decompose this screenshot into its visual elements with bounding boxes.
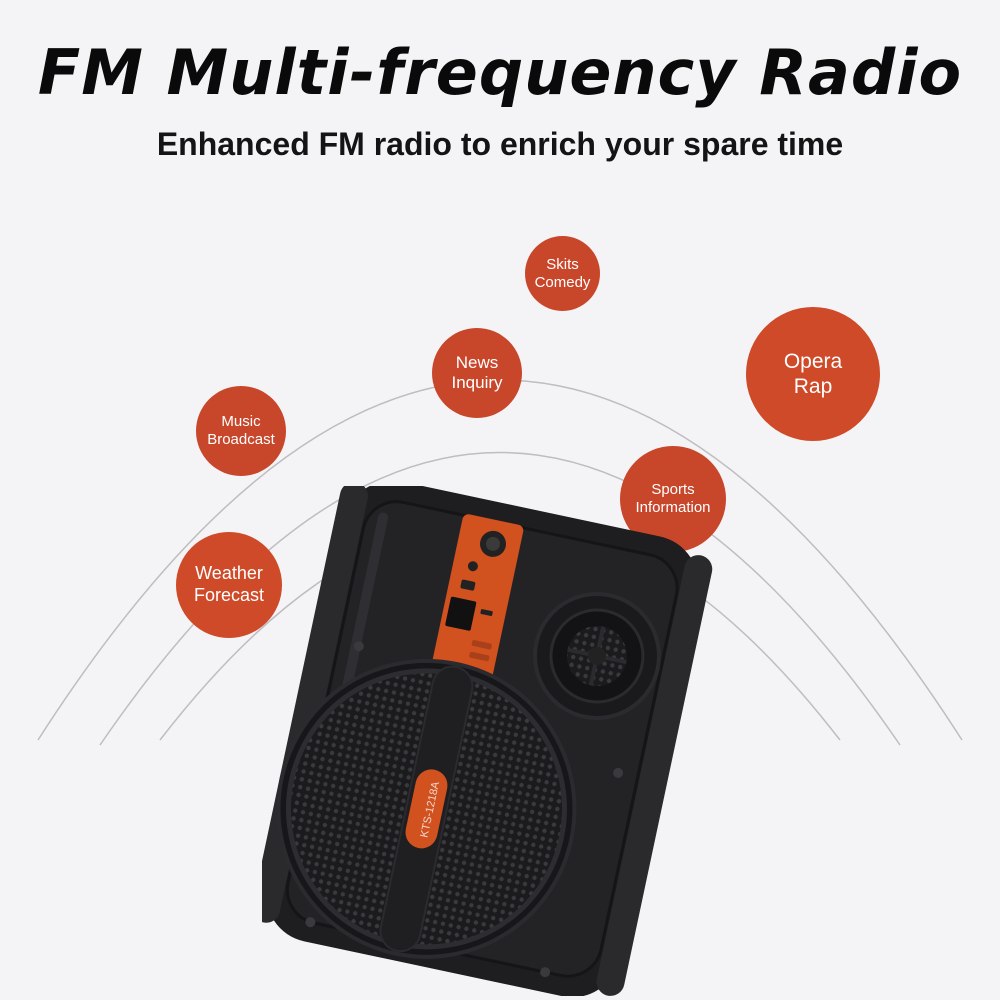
category-label: Weather Forecast (193, 563, 265, 605)
category-label: Opera Rap (783, 349, 843, 398)
aux-port-icon (467, 561, 478, 572)
page-title: FM Multi-frequency Radio (37, 36, 963, 109)
usb-port-icon (460, 579, 476, 591)
category-music-broadcast: Music Broadcast (196, 386, 286, 476)
category-opera-rap: Opera Rap (746, 307, 880, 441)
category-label: Music Broadcast (207, 413, 275, 448)
tf-slot-icon (480, 609, 493, 617)
category-label: Sports Information (635, 481, 711, 516)
category-news-inquiry: News Inquiry (432, 328, 522, 418)
control-panel (431, 514, 524, 682)
display-screen (445, 596, 477, 631)
speaker-product-image: KTS-1218A (262, 486, 713, 996)
category-label: News Inquiry (451, 352, 503, 392)
category-weather-forecast: Weather Forecast (176, 532, 282, 638)
model-badge (405, 769, 448, 849)
category-label: Skits Comedy (534, 255, 591, 291)
category-skits-comedy: Skits Comedy (525, 236, 600, 311)
page-subtitle: Enhanced FM radio to enrich your spare t… (156, 126, 844, 162)
